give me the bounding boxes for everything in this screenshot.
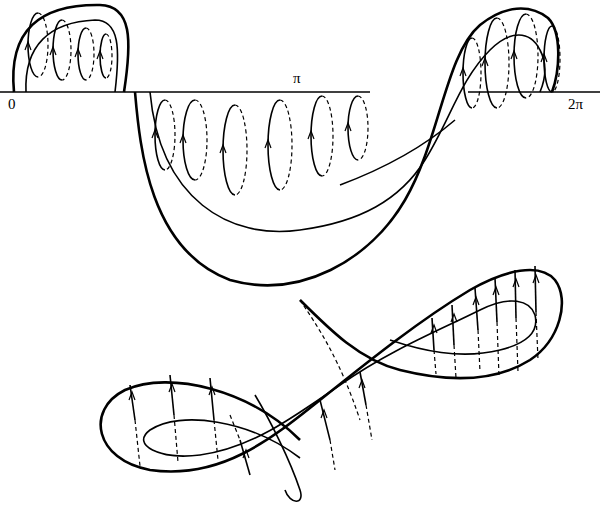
cross-sections [25,13,560,195]
band-edge [340,120,455,185]
band-edge [135,9,558,286]
axis-label: 2π [566,96,585,113]
band-edge [26,20,118,92]
axis-line [0,91,370,93]
axis-label: 0 [6,96,18,113]
figure-eight-band [101,266,562,501]
band-edge [13,5,128,92]
axis-label: π [291,70,303,87]
